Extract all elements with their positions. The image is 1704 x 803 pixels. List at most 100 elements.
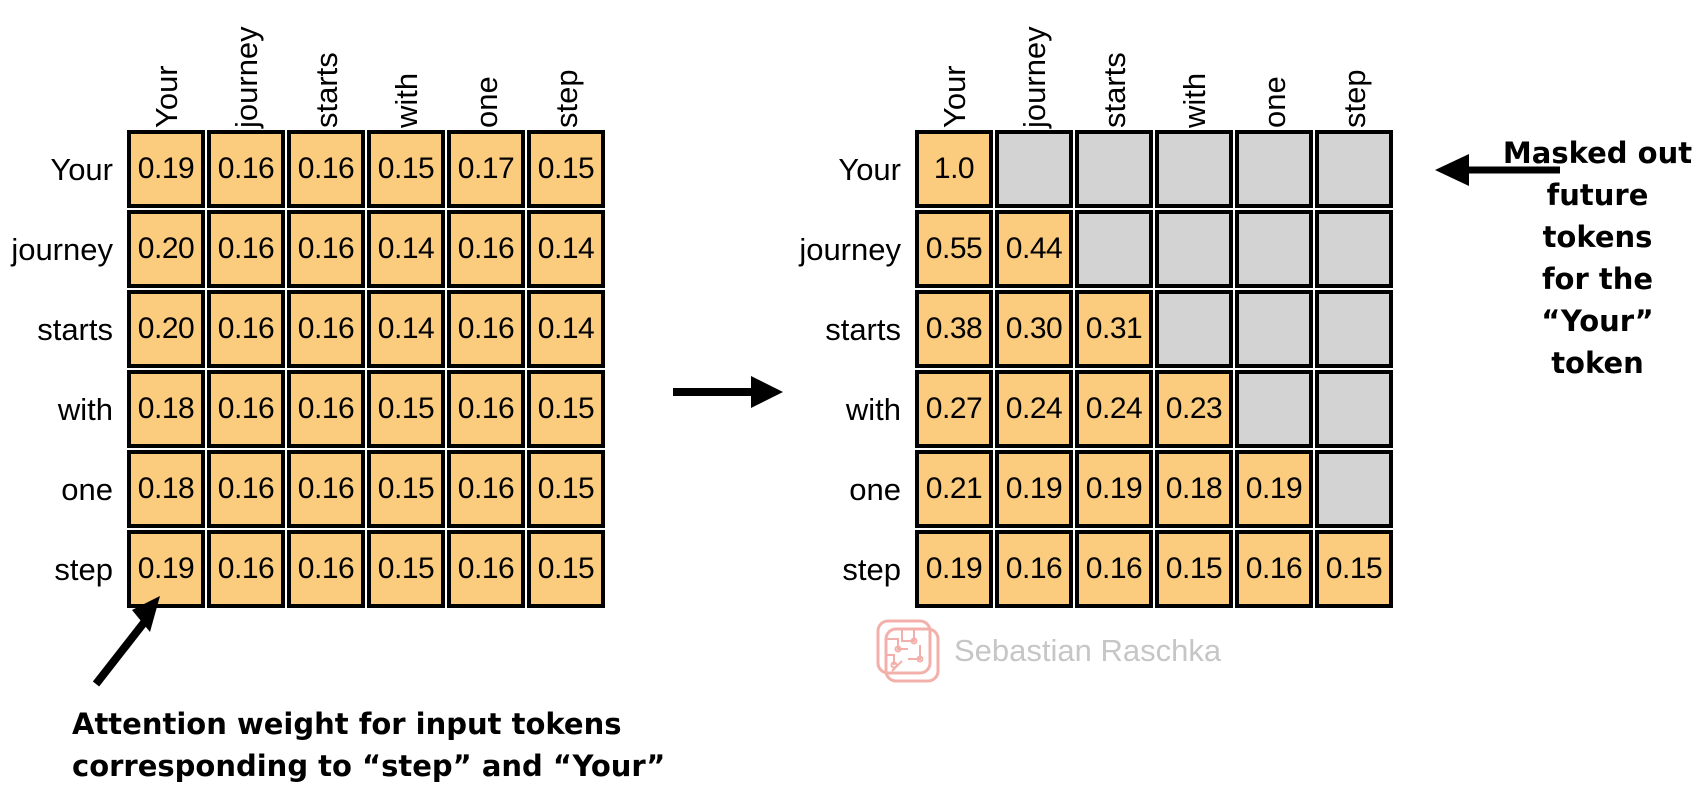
matrix-cell: 0.14 [527,290,605,368]
column-header-label: journey [1017,26,1052,128]
matrix-cell: 0.16 [995,530,1073,608]
matrix-cell-masked [1315,210,1393,288]
matrix-cell: 0.14 [527,210,605,288]
column-header-1: journey [995,8,1075,130]
arrow-right-icon [673,376,783,408]
matrix-cell-masked [1315,130,1393,208]
matrix-cell: 0.14 [367,290,445,368]
column-header-label: step [549,69,584,128]
matrix-cell: 0.15 [527,130,605,208]
matrix-cell: 0.15 [1315,530,1393,608]
left-matrix-row-labels: Your journey starts with one step [0,130,127,610]
matrix-cell: 0.30 [995,290,1073,368]
matrix-cell-masked [1315,450,1393,528]
matrix-cell: 0.16 [207,450,285,528]
matrix-cell: 0.16 [287,450,365,528]
column-header-label: with [389,72,424,128]
matrix-cell: 0.15 [367,370,445,448]
matrix-cell: 0.16 [207,130,285,208]
matrix-cell: 0.16 [287,210,365,288]
matrix-cell-masked [995,130,1073,208]
matrix-cell: 0.15 [367,450,445,528]
column-header-5: step [1315,8,1395,130]
matrix-cell-masked [1235,130,1313,208]
column-header-3: with [367,8,447,130]
matrix-cell-masked [1075,130,1153,208]
arrow-up-right-icon [92,596,160,687]
matrix-cell: 0.19 [127,530,205,608]
matrix-cell: 0.24 [995,370,1073,448]
column-header-label: starts [1097,52,1132,128]
watermark: Sebastian Raschka [872,615,1221,687]
matrix-cell: 0.19 [915,530,993,608]
row-label-2: starts [825,312,901,347]
arrow-left-icon [1435,154,1560,186]
column-header-0: Your [915,8,995,130]
matrix-cell: 0.18 [127,450,205,528]
matrix-cell: 0.19 [1075,450,1153,528]
row-label-3: with [57,392,113,427]
matrix-cell: 0.55 [915,210,993,288]
row-label-5: step [54,552,113,587]
matrix-cell-masked [1235,290,1313,368]
matrix-cell: 0.15 [527,530,605,608]
row-label-2: starts [37,312,113,347]
matrix-cell: 0.24 [1075,370,1153,448]
column-header-3: with [1155,8,1235,130]
matrix-cell: 0.23 [1155,370,1233,448]
row-label-5: step [842,552,901,587]
right-matrix-column-headers: Your journey starts with one step [915,8,1395,130]
circuit-logo-icon [876,619,940,683]
matrix-cell: 0.18 [1155,450,1233,528]
matrix-cell: 0.19 [995,450,1073,528]
matrix-cell: 0.31 [1075,290,1153,368]
column-header-4: one [447,8,527,130]
column-header-2: starts [1075,8,1155,130]
column-header-0: Your [127,8,207,130]
column-header-label: one [469,76,504,128]
matrix-cell: 0.16 [287,130,365,208]
matrix-cell: 0.44 [995,210,1073,288]
row-label-4: one [849,472,901,507]
matrix-cell: 0.15 [527,370,605,448]
row-label-0: Your [838,152,901,187]
matrix-cell: 0.18 [127,370,205,448]
left-matrix-column-headers: Your journey starts with one step [127,8,607,130]
right-matrix-row-labels: Your journey starts with one step [770,130,915,610]
column-header-4: one [1235,8,1315,130]
matrix-cell: 0.16 [287,530,365,608]
matrix-cell: 0.16 [447,370,525,448]
column-header-2: starts [287,8,367,130]
matrix-cell: 0.16 [1075,530,1153,608]
matrix-cell: 0.16 [287,370,365,448]
matrix-cell: 0.17 [447,130,525,208]
matrix-cell: 0.16 [287,290,365,368]
matrix-cell: 0.15 [1155,530,1233,608]
matrix-cell-masked [1155,290,1233,368]
bottom-caption-line-1: corresponding to “step” and “Your” [72,749,666,784]
bottom-caption-line-0: Attention weight for input tokens [72,707,622,741]
column-header-label: one [1257,76,1292,128]
bottom-caption: Attention weight for input tokens corres… [72,703,692,787]
matrix-cell: 0.14 [367,210,445,288]
matrix-cell: 0.19 [1235,450,1313,528]
matrix-cell: 0.20 [127,290,205,368]
watermark-text: Sebastian Raschka [954,633,1222,668]
matrix-cell: 0.16 [447,290,525,368]
matrix-cell-masked [1235,370,1313,448]
matrix-cell: 0.19 [127,130,205,208]
matrix-cell: 0.27 [915,370,993,448]
row-label-3: with [845,392,901,427]
matrix-cell: 0.16 [207,290,285,368]
matrix-cell-masked [1315,290,1393,368]
masked-note: Masked out future tokens for the “Your” … [1490,132,1704,384]
row-label-1: journey [799,232,901,267]
matrix-cell: 0.15 [367,130,445,208]
matrix-cell: 1.0 [915,130,993,208]
matrix-cell: 0.21 [915,450,993,528]
matrix-cell: 0.16 [447,530,525,608]
